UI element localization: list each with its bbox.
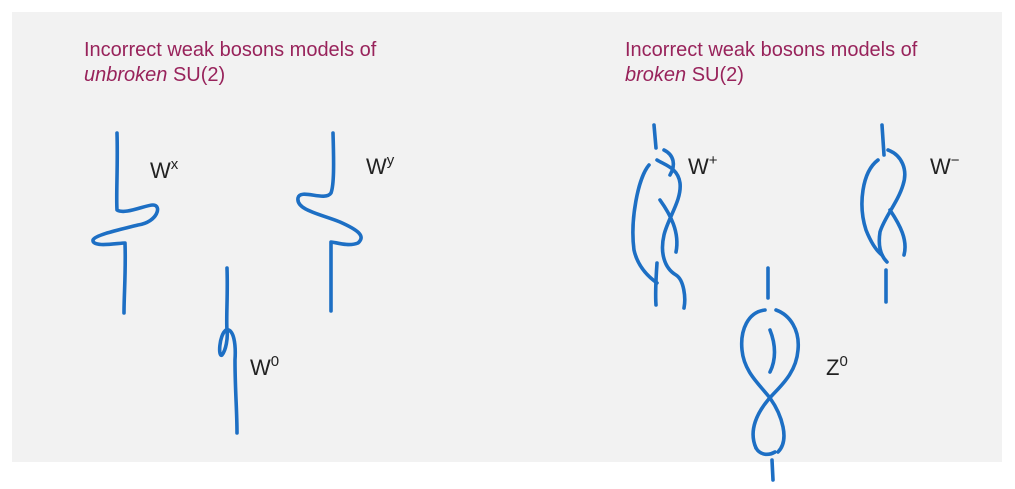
left-panel-title: Incorrect weak bosons models of unbroken… [84,38,376,88]
z0-label: Z0 [826,353,848,380]
wminus-knot [860,123,907,304]
left-title-rest: SU(2) [167,64,226,86]
wplus-label: W+ [688,152,718,179]
w0-knot [217,266,239,435]
wx-label: Wx [150,156,179,183]
z0-knot [739,266,801,482]
wy-label: Wy [366,152,395,179]
figure-background [12,12,1002,462]
right-title-italic: broken [625,64,687,86]
left-title-italic: unbroken [84,64,168,86]
right-panel-title: Incorrect weak bosons models of broken S… [625,38,917,88]
wplus-knot [631,123,687,310]
w0-label: W0 [250,353,279,380]
wminus-label: W− [930,152,960,179]
wy-knot [296,131,363,313]
right-title-line1: Incorrect weak bosons models of [625,39,918,61]
wx-knot [91,131,160,315]
left-title-line1: Incorrect weak bosons models of [84,39,377,61]
right-title-rest: SU(2) [686,64,744,86]
